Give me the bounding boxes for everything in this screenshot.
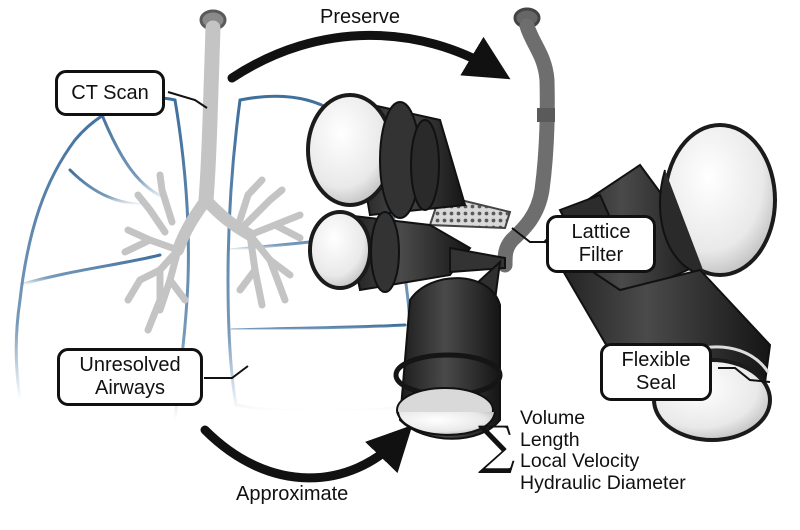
lattice-leader <box>511 227 548 243</box>
airway-tree-ct <box>121 9 304 334</box>
flexible-seal-leader <box>718 367 771 383</box>
approximate-arrow <box>200 425 413 483</box>
flexible-seal-callout: Flexible Seal <box>600 343 712 401</box>
unresolved-leader <box>204 365 249 379</box>
unresolved-text-line2: Airways <box>94 377 165 399</box>
approximate-label: Approximate <box>236 483 349 505</box>
metric-local-velocity: Local Velocity <box>520 450 640 472</box>
flexible-text-line1: Flexible <box>621 349 691 371</box>
preserve-arrow <box>227 30 511 83</box>
lattice-text-line1: Lattice <box>571 221 631 243</box>
metric-hydraulic-diameter: Hydraulic Diameter <box>520 471 686 494</box>
unresolved-text-line1: Unresolved <box>79 354 181 376</box>
ct-scan-text: CT Scan <box>71 81 149 104</box>
lattice-filter-callout: Lattice Filter <box>546 215 656 273</box>
metric-list: Volume Length Local Velocity Hydraulic D… <box>520 407 686 494</box>
lattice-text-line2: Filter <box>578 244 624 266</box>
unresolved-airways-callout: Unresolved Airways <box>57 348 203 406</box>
metric-length: Length <box>520 428 580 451</box>
canister-middle-left <box>308 210 506 293</box>
ct-scan-leader <box>167 91 208 109</box>
canister-top-left <box>306 93 467 219</box>
metric-volume: Volume <box>520 407 586 429</box>
summation-symbol: ∑ <box>478 416 516 476</box>
preserved-airway <box>497 7 555 273</box>
preserve-label: Preserve <box>320 6 401 28</box>
canister-bottom-middle <box>393 259 503 440</box>
flexible-text-line2: Seal <box>635 372 677 394</box>
ct-scan-callout: CT Scan <box>55 70 165 116</box>
